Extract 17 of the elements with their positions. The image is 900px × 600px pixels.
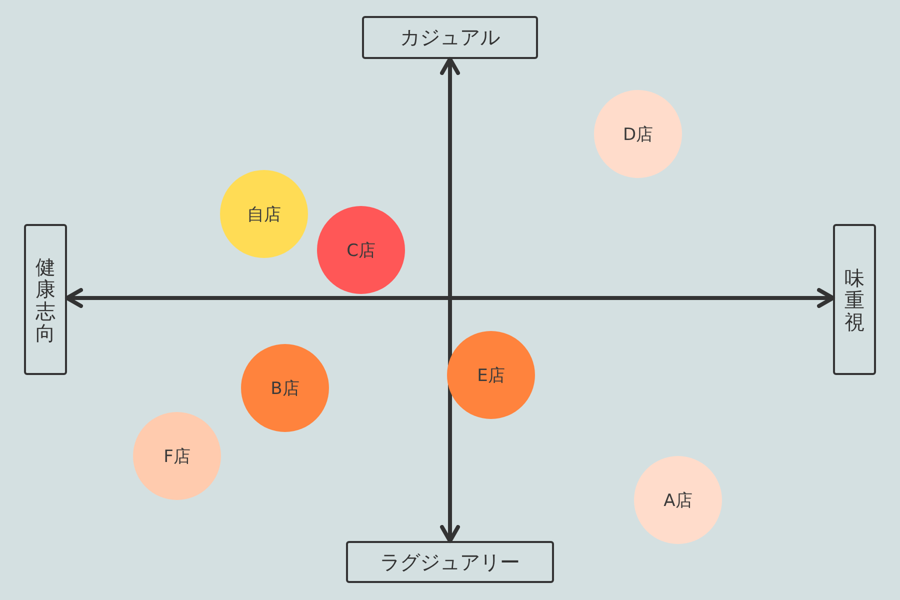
axis-label-box	[346, 541, 554, 583]
axis-label: ラグジュアリー	[380, 548, 520, 576]
axis-label: カジュアル	[400, 24, 500, 51]
store-label: A店	[664, 490, 692, 512]
axis-label-box	[24, 224, 67, 375]
axis-label: 健康志向	[36, 256, 56, 344]
axis-arrow	[65, 288, 835, 308]
axis-label: 味重視	[844, 266, 864, 332]
store-label: C店	[346, 240, 376, 262]
axis-label-box	[833, 224, 876, 375]
axis-arrow	[440, 57, 460, 543]
store-label: B店	[270, 378, 300, 400]
axis-label-box	[362, 16, 538, 59]
store-label: F店	[164, 446, 190, 468]
store-label: D店	[622, 124, 654, 146]
store-label: E店	[477, 364, 505, 386]
store-label: 自店	[247, 204, 281, 226]
